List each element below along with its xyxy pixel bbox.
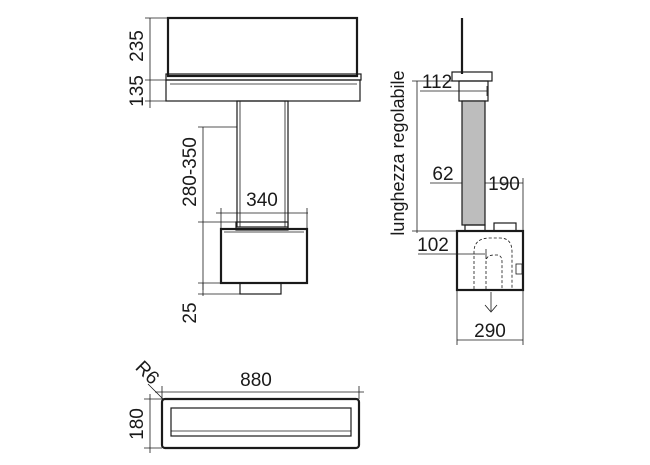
plan-slot: [170, 407, 352, 437]
adjustable-length-label: lunghezza regolabile: [388, 70, 408, 235]
ceiling-box-base: [165, 79, 361, 102]
dim-112-label: 112: [422, 72, 452, 93]
dim-102-label: 102: [417, 235, 449, 256]
side-outlet: [515, 263, 523, 275]
bottom-plate: [239, 282, 282, 295]
elbow-duct-inner: [485, 254, 503, 289]
motor-head: [219, 227, 309, 285]
dim-290-label: 290: [474, 321, 506, 342]
front-view: 235 135 280-350 25 340: [127, 16, 362, 324]
elbow-duct: [473, 237, 513, 289]
motor-body: [455, 229, 525, 292]
dim-880-label: 880: [240, 370, 272, 391]
plan-outline: [160, 397, 361, 450]
radius-leader: [147, 383, 165, 401]
radius-label: R6: [131, 357, 163, 389]
dim-190-label: 190: [488, 174, 520, 195]
dim-180-label: 180: [127, 408, 148, 440]
adjustable-pipe: [461, 100, 486, 226]
airflow-arrowhead-icon: [484, 304, 498, 313]
dim-280-350-label: 280-350: [180, 137, 201, 207]
plan-view: 880 R6 180: [127, 357, 364, 453]
top-vent: [493, 222, 517, 232]
dim-25-label: 25: [180, 302, 201, 323]
dim-135-label: 135: [127, 75, 148, 107]
dim-235-label: 235: [127, 30, 148, 62]
dim-62-label: 62: [432, 164, 453, 185]
side-view: lunghezza regolabile 112 62 190 102 290: [388, 18, 525, 345]
column: [236, 100, 289, 228]
dim-340-label: 340: [246, 190, 278, 211]
top-cap: [451, 71, 493, 82]
ceiling-box: [166, 16, 359, 78]
